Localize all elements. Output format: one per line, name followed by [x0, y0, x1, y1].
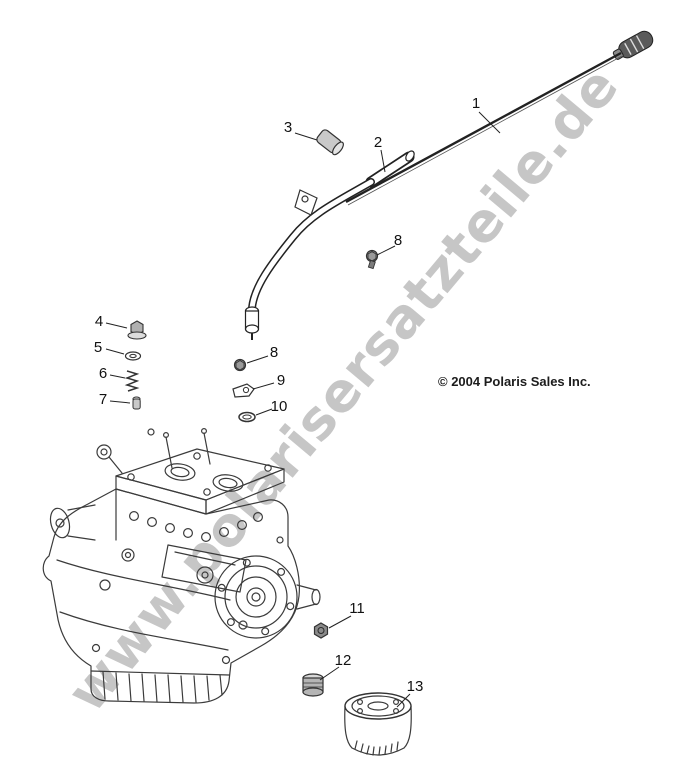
- callout-8-upper: 8: [394, 232, 402, 249]
- callout-13: 13: [407, 678, 424, 695]
- callout-12: 12: [335, 652, 352, 669]
- callout-3: 3: [284, 119, 292, 136]
- callout-11: 11: [349, 600, 365, 617]
- callout-7: 7: [99, 391, 107, 408]
- dipstick-drawing: [345, 30, 654, 206]
- callout-10: 10: [271, 398, 288, 415]
- flange-bolt-drawing: [127, 320, 147, 340]
- callout-numbers: 1 2 3 4 5 6 7 8 8 9 10 11 12 13: [94, 95, 480, 695]
- callout-1: 1: [472, 95, 480, 112]
- washer-drawing: [124, 351, 142, 361]
- callout-4: 4: [95, 313, 103, 330]
- callout-9: 9: [277, 372, 285, 389]
- drain-plug-drawing: [313, 622, 329, 639]
- bolt-8-mid-drawing: [233, 358, 247, 372]
- pin-drawing: [132, 396, 141, 410]
- engine-crankcase-drawing: [42, 428, 321, 704]
- bracket-drawing: [232, 383, 255, 398]
- dipstick-tube-drawing: [244, 150, 415, 340]
- bolt-8-upper-drawing: [365, 249, 379, 270]
- leader-lines: [105, 111, 501, 708]
- fitting-drawing: [302, 673, 324, 697]
- clip-drawing: [238, 411, 256, 423]
- copyright-notice: © 2004 Polaris Sales Inc.: [438, 374, 591, 389]
- oil-filter-drawing: [344, 692, 412, 756]
- spring-drawing: [124, 370, 140, 392]
- cap-drawing: [316, 129, 344, 156]
- callout-8-mid: 8: [270, 344, 278, 361]
- callout-2: 2: [374, 134, 382, 151]
- callout-6: 6: [99, 365, 107, 382]
- callout-5: 5: [94, 339, 102, 356]
